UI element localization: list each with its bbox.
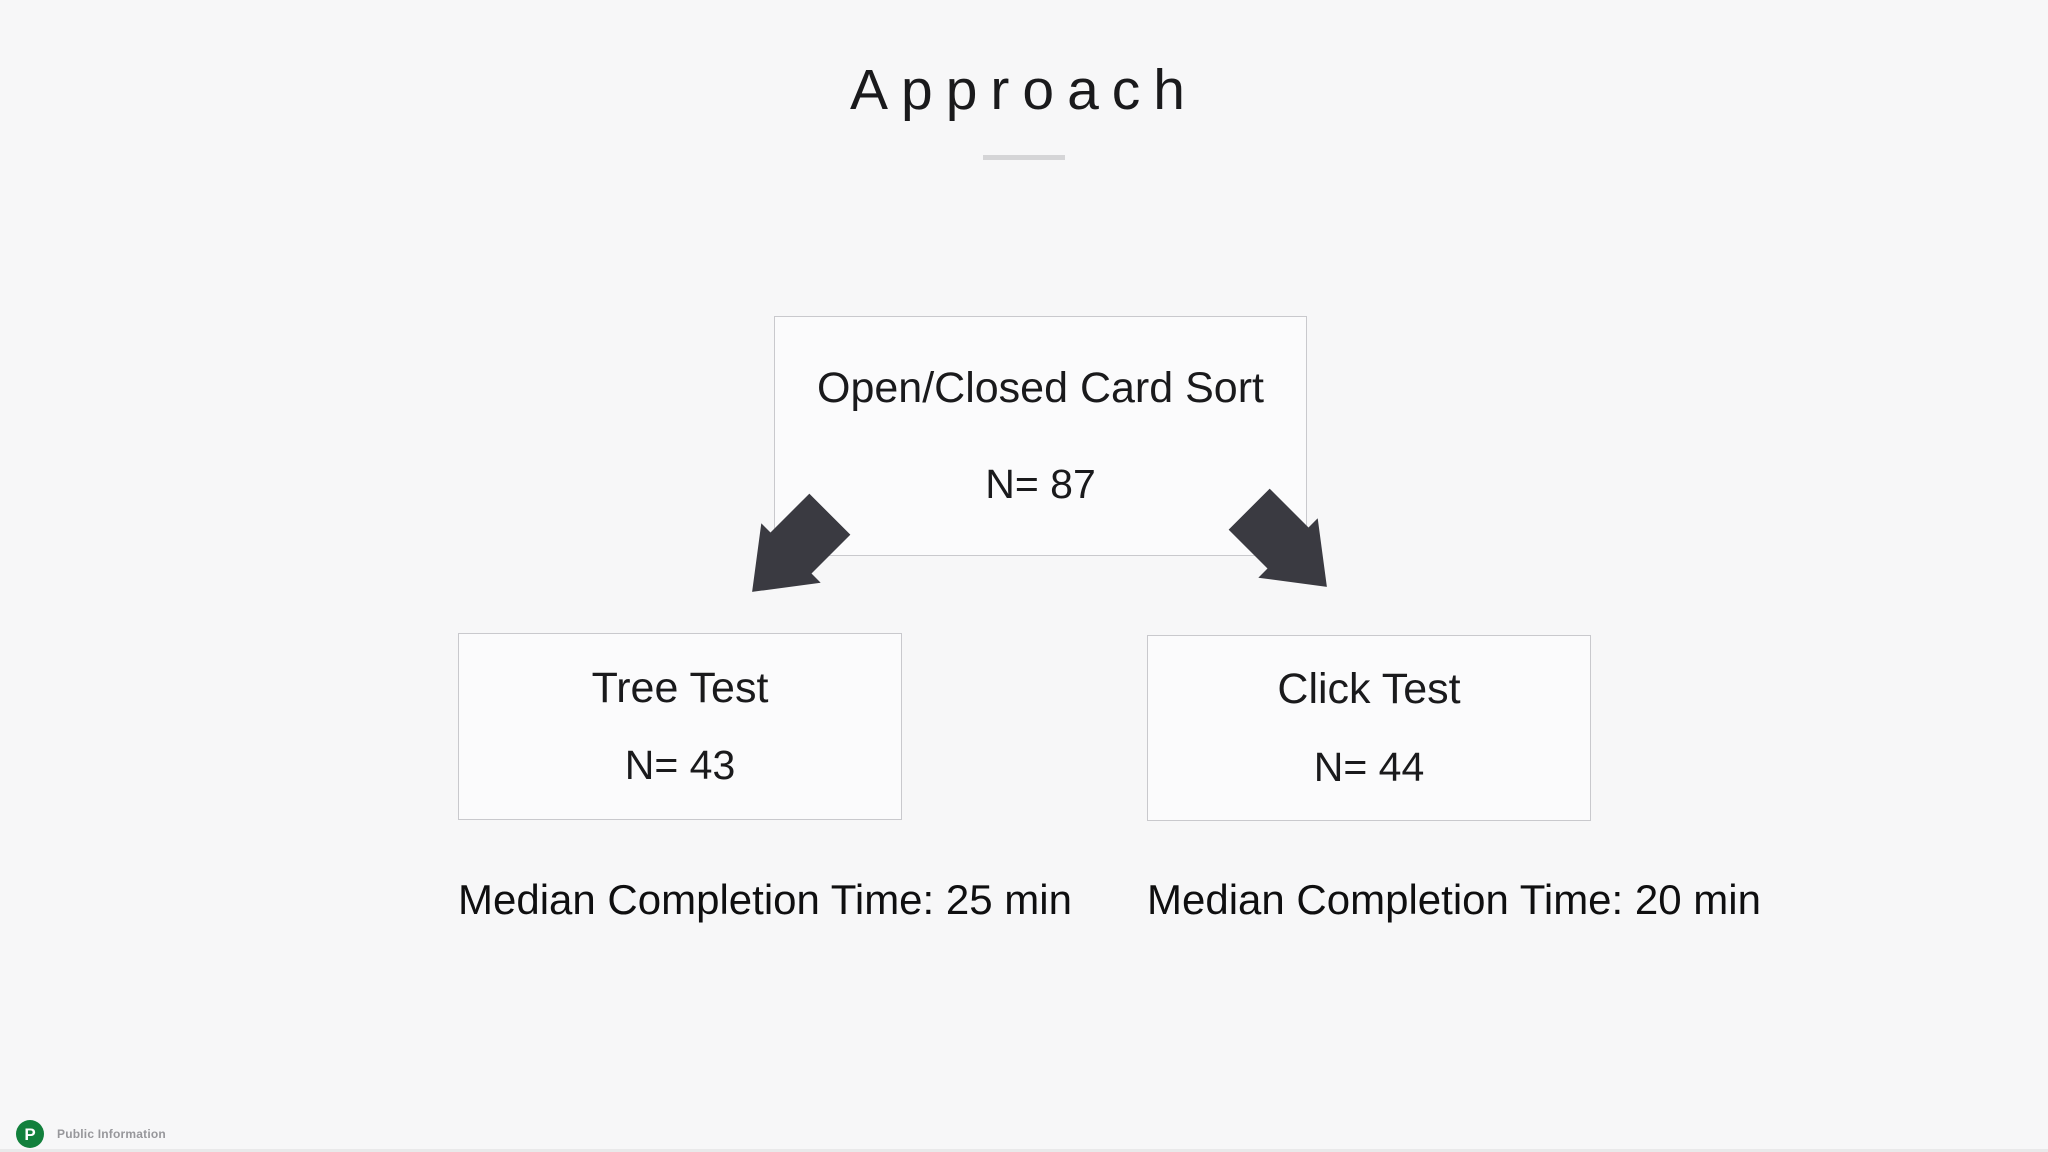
tree-test-node-count: N= 43 bbox=[624, 742, 736, 789]
classification-label: Public Information bbox=[57, 1127, 166, 1141]
card-sort-node-count: N= 87 bbox=[985, 460, 1096, 507]
title-underline bbox=[983, 155, 1065, 160]
bottom-edge-divider bbox=[0, 1149, 2048, 1152]
classification-badge: P Public Information bbox=[16, 1120, 166, 1148]
public-information-icon: P bbox=[16, 1120, 44, 1148]
click-test-median-time: Median Completion Time: 20 min bbox=[1147, 876, 1761, 923]
arrow-down-left-icon bbox=[722, 484, 859, 621]
tree-test-node-title: Tree Test bbox=[591, 663, 769, 712]
card-sort-node-title: Open/Closed Card Sort bbox=[817, 364, 1264, 413]
tree-test-node: Tree Test N= 43 bbox=[458, 633, 902, 820]
click-test-node-count: N= 44 bbox=[1313, 743, 1425, 790]
tree-test-median-time: Median Completion Time: 25 min bbox=[458, 876, 1072, 923]
slide-title: Approach bbox=[849, 58, 1198, 122]
card-sort-node: Open/Closed Card Sort N= 87 bbox=[774, 316, 1307, 556]
click-test-node-title: Click Test bbox=[1277, 665, 1461, 714]
click-test-node: Click Test N= 44 bbox=[1147, 635, 1591, 821]
arrow-down-right-icon bbox=[1219, 479, 1356, 616]
